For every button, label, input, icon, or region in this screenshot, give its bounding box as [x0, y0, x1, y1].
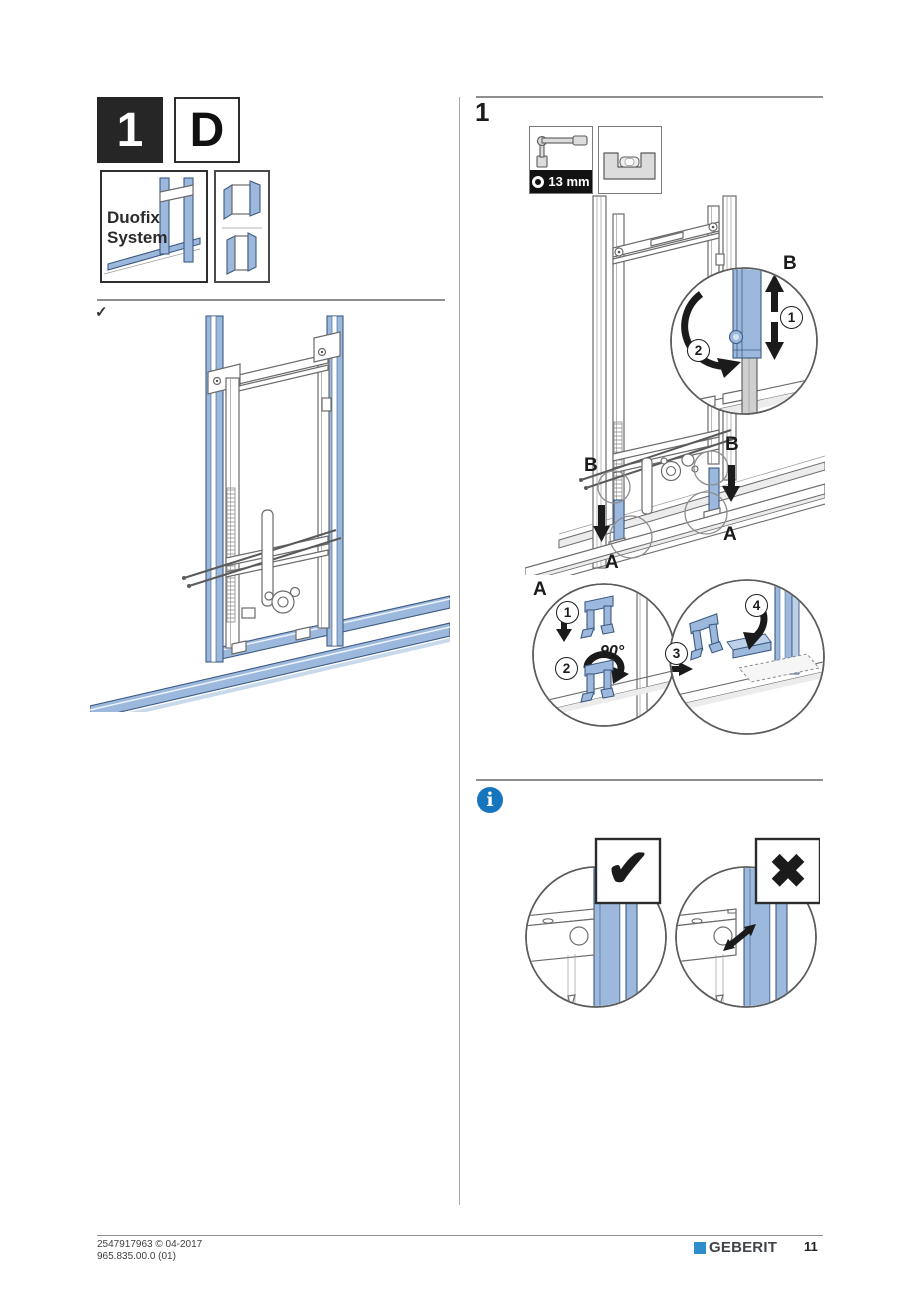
- variant-letter: D: [189, 103, 225, 157]
- footer-divider: [97, 1235, 823, 1236]
- tool-wrench-box: 13 mm: [529, 126, 593, 194]
- footer-document-info: 2547917963 © 04-2017 965.835.00.0 (01): [97, 1239, 202, 1263]
- duofix-rails-icon: [103, 177, 201, 275]
- socket-wrench-icon: [536, 135, 588, 168]
- doc-number: 2547917963 © 04-2017: [97, 1239, 203, 1250]
- clip-step-4-circle: 4: [745, 594, 768, 617]
- duofix-system-badge: Duofix System: [100, 170, 208, 283]
- clip-step-3-circle: 3: [665, 642, 688, 665]
- system-brackets-badge: [214, 170, 270, 283]
- step-2-circle: 2: [687, 339, 710, 362]
- clip-step-2-circle: 2: [555, 657, 578, 680]
- label-a-detail: A: [533, 579, 547, 600]
- correct-mark: ✔: [606, 840, 650, 898]
- wrong-mark: ✖: [768, 845, 808, 897]
- info-divider: [476, 779, 823, 781]
- duofix-system-label: Duofix System: [107, 208, 168, 247]
- foot-clip-detail-figure: [532, 579, 825, 735]
- info-icon: i: [477, 787, 503, 813]
- socket-ring-icon: [532, 175, 545, 188]
- variant-letter-badge: D: [174, 97, 240, 163]
- spirit-level-icon: [603, 152, 656, 180]
- label-a-left: A: [605, 552, 619, 573]
- correct-example-content: [527, 868, 638, 1006]
- column-divider: [459, 97, 461, 1205]
- detail-circle-b-content: [672, 269, 816, 413]
- step-1-circle: 1: [780, 306, 803, 329]
- label-b-right: B: [725, 434, 739, 455]
- brand-square-icon: [694, 1241, 706, 1254]
- chapter-number-badge: 1: [97, 97, 163, 163]
- tool-level-box: [598, 126, 662, 194]
- clip-detail-right-content: [671, 581, 823, 712]
- label-90-degrees: 90°: [600, 643, 625, 660]
- article-number: 965.835.00.0 (01): [97, 1251, 176, 1262]
- label-b-left: B: [584, 455, 598, 476]
- section-divider: [97, 299, 445, 301]
- chapter-number: 1: [116, 103, 144, 157]
- prerequisite-check: ✓: [95, 304, 108, 321]
- clip-detail-left-content: [534, 585, 674, 725]
- brand-name: GEBERIT: [709, 1239, 778, 1256]
- label-a-right: A: [723, 524, 737, 545]
- leg-adjustment-figure: [525, 195, 825, 575]
- label-b-detail: B: [783, 253, 797, 274]
- step-top-divider: [476, 96, 823, 98]
- brand-logo: GEBERIT: [694, 1239, 777, 1256]
- wall-bracket-icon: [222, 180, 262, 275]
- wrong-example-content: [677, 868, 788, 1006]
- clip-step-1-circle: 1: [556, 601, 579, 624]
- frame-overview-figure: [90, 315, 450, 712]
- alignment-check-figure: [525, 837, 820, 1008]
- wrench-size-badge: 13 mm: [530, 170, 592, 193]
- step-number-heading: 1: [475, 97, 490, 127]
- page-number: 11: [804, 1239, 818, 1254]
